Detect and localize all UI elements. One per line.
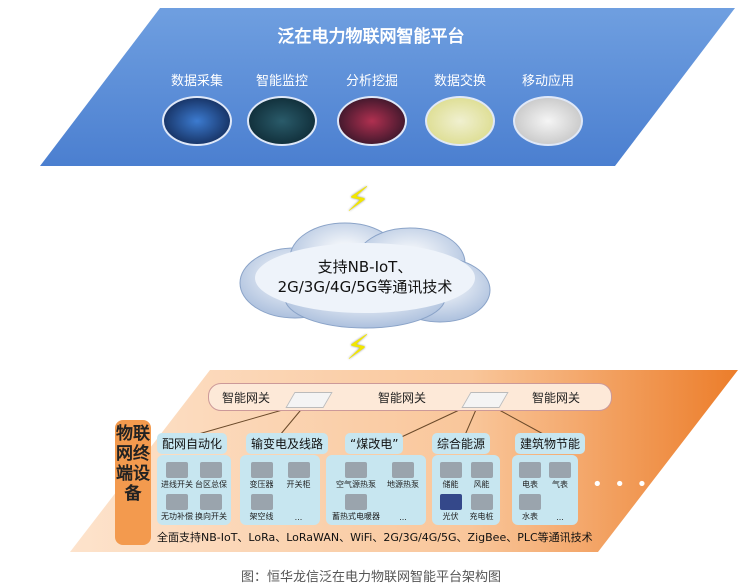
device-item: 地源热泵	[383, 458, 423, 490]
lightning-icon: ⚡	[346, 328, 370, 368]
more-indicator: • • •	[592, 474, 651, 495]
network-text-1: 支持NB-IoT、	[317, 258, 413, 276]
gateway-label: 智能网关	[222, 391, 271, 405]
device-item: 充电桩	[466, 490, 497, 522]
module-label: 移动应用	[521, 74, 574, 89]
device-item: ...	[399, 513, 407, 522]
device-item: 空气源热泵	[329, 458, 383, 490]
device-item: 无功补偿	[160, 490, 194, 522]
category-label: 建筑物节能	[515, 433, 586, 454]
module-label: 分析挖掘	[345, 74, 398, 89]
device-item: 电表	[515, 458, 545, 490]
device-item: ...	[556, 513, 564, 522]
device-item: 变压器	[243, 458, 280, 490]
device-item: ...	[294, 513, 303, 522]
category-panel: 变压器 开关柜 架空线 ...	[240, 455, 320, 525]
device-item: 风能	[466, 458, 497, 490]
mobile-app-image	[513, 96, 583, 146]
device-item: 储能	[435, 458, 466, 490]
gateway-label: 智能网关	[378, 391, 427, 405]
data-collection-image	[162, 96, 232, 146]
device-item: 台区总保	[194, 458, 228, 490]
device-item: 蓄热式电暖器	[329, 490, 383, 522]
gateway-bar	[208, 383, 612, 411]
device-item: 气表	[545, 458, 575, 490]
lightning-icon: ⚡	[346, 180, 370, 220]
category-panel: 储能 风能 光伏 充电桩	[432, 455, 500, 525]
network-text-2: 2G/3G/4G/5G等通讯技术	[277, 278, 453, 296]
category-panel: 电表 气表 水表 ...	[512, 455, 578, 525]
gateway-label: 智能网关	[532, 391, 581, 405]
category-label: 输变电及线路	[246, 433, 329, 454]
category-label: 综合能源	[432, 433, 491, 454]
device-item: 进线开关	[160, 458, 194, 490]
module-label: 数据交换	[433, 74, 486, 89]
module-label: 数据采集	[170, 74, 223, 89]
category-panel: 进线开关 台区总保 无功补偿 换向开关	[157, 455, 231, 525]
device-item: 换向开关	[194, 490, 228, 522]
device-item: 开关柜	[280, 458, 317, 490]
category-panel: 空气源热泵 地源热泵 蓄热式电暖器 ...	[326, 455, 426, 525]
device-item: 光伏	[435, 490, 466, 522]
terminal-devices-label: 物联网终端设备	[115, 420, 151, 545]
device-item: 水表	[515, 490, 545, 522]
device-item: 架空线	[243, 490, 280, 522]
module-label: 智能监控	[255, 74, 308, 89]
analysis-image	[337, 96, 407, 146]
category-label: 配网自动化	[157, 433, 228, 454]
category-label: “煤改电”	[345, 433, 404, 454]
cloud-icon	[239, 222, 491, 329]
monitoring-image	[247, 96, 317, 146]
platform-title: 泛在电力物联网智能平台	[277, 27, 465, 47]
figure-caption: 图：恒华龙信泛在电力物联网智能平台架构图	[240, 570, 501, 585]
data-exchange-image	[425, 96, 495, 146]
support-text: 全面支持NB-IoT、LoRa、LoRaWAN、WiFi、2G/3G/4G/5G…	[157, 531, 593, 544]
